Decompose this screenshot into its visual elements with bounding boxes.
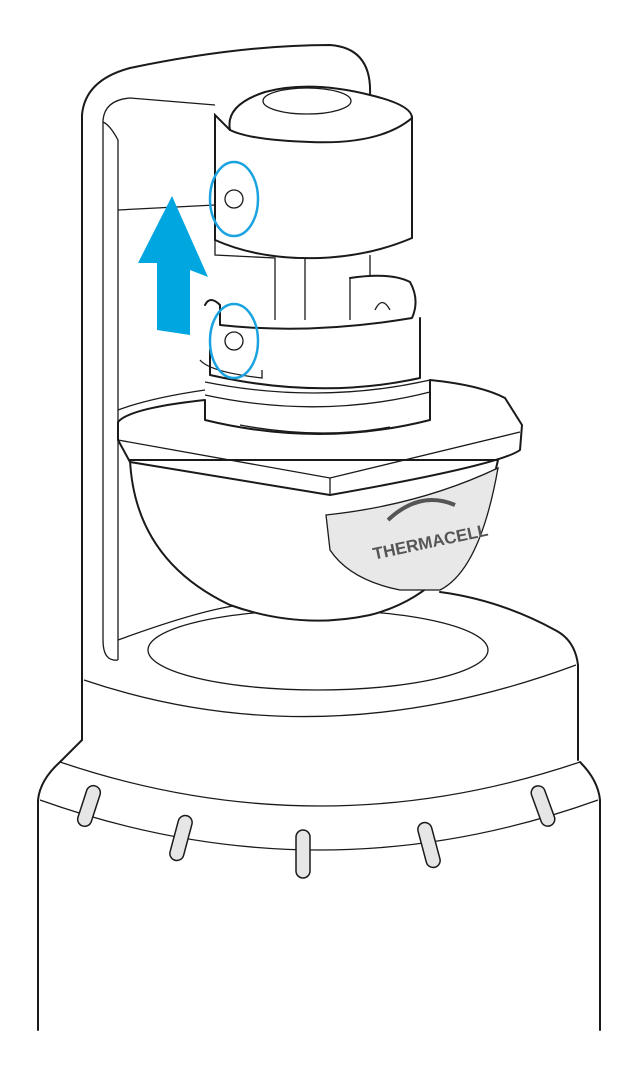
- arrow-up-icon: [138, 196, 208, 335]
- vent-slot: [417, 821, 441, 869]
- logo-swoosh: [386, 498, 456, 522]
- upper-block: [214, 85, 413, 320]
- neck: [199, 274, 431, 435]
- pin-highlight-circle: [208, 160, 260, 238]
- pin-highlight-circle: [208, 302, 260, 380]
- logo-panel: [325, 466, 499, 591]
- vent-slot: [530, 785, 556, 827]
- vent-slot: [295, 829, 311, 879]
- pin-hole: [224, 331, 244, 351]
- pin-hole: [224, 189, 244, 209]
- vent-slot: [169, 814, 193, 862]
- cartridge-dome: THERMACELL: [117, 379, 523, 622]
- vent-slot: [76, 784, 102, 828]
- stand-upright: [81, 44, 372, 741]
- base-cylinder: [37, 739, 601, 1031]
